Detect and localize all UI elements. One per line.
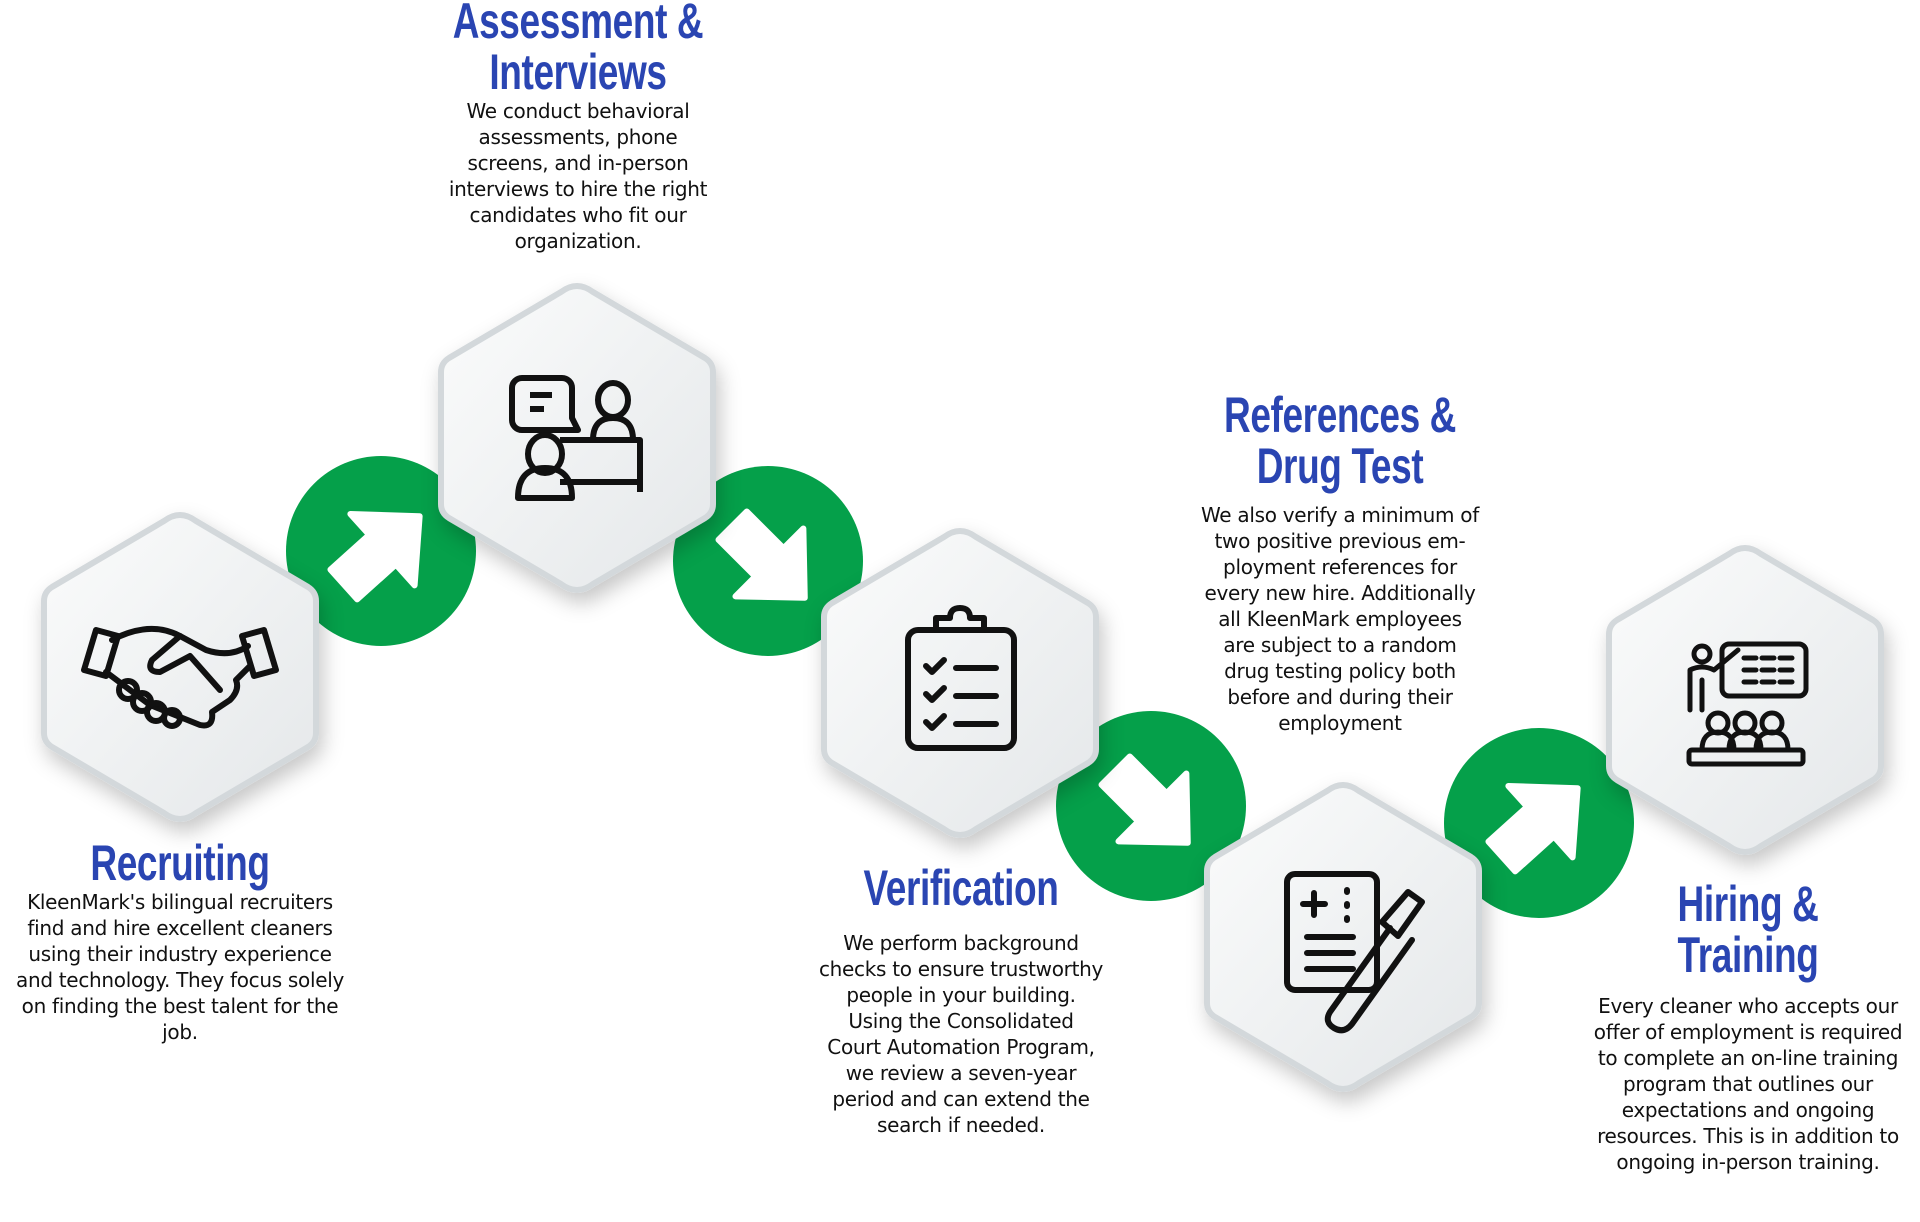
arrow-connector-1 — [286, 456, 476, 646]
step-assessment: Assessment &Interviews We conduct behavi… — [409, 0, 748, 254]
step-title: Verification — [863, 860, 1059, 916]
step-training: Hiring &Training Every cleaner who accep… — [1593, 876, 1903, 1175]
step-title: Assessment &Interviews — [452, 0, 704, 100]
arrow-connector-3 — [1056, 711, 1246, 901]
step-references: References &Drug Test We also verify a m… — [1183, 390, 1497, 736]
medical-report-test-tube-icon — [1284, 871, 1425, 1034]
step-recruiting: Recruiting KleenMark's bilingual recruit… — [16, 838, 344, 1045]
hexagon-training — [1609, 548, 1881, 852]
interview-icon — [509, 375, 643, 501]
training-presentation-icon — [1686, 641, 1809, 767]
step-title: Recruiting — [90, 835, 270, 891]
clipboard-checklist-icon — [905, 605, 1017, 751]
step-title: References &Drug Test — [1223, 387, 1457, 494]
arrow-connector-4 — [1444, 728, 1634, 918]
hexagon-verification — [824, 531, 1096, 835]
arrow-connector-2 — [673, 466, 863, 656]
handshake-icon — [81, 625, 279, 729]
step-title: Hiring &Training — [1677, 876, 1819, 983]
